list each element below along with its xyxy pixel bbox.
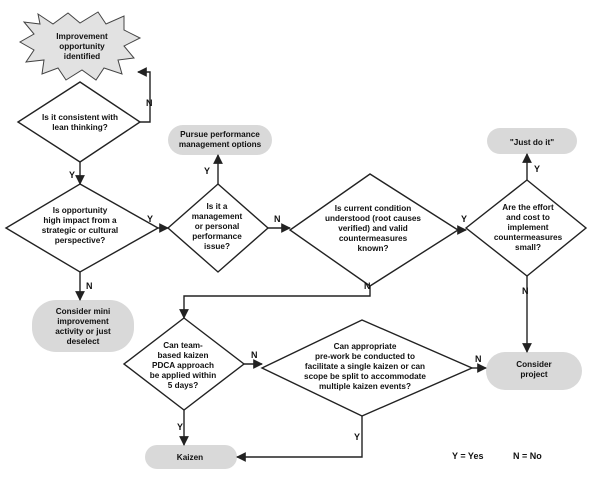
edge-label-effort-no: N [522, 286, 529, 296]
label-line: Kaizen [177, 453, 203, 462]
edge-label-prework-no: N [475, 354, 482, 364]
label-line: pre-work be conducted to [315, 352, 415, 361]
label-line: project [520, 370, 548, 379]
label-line: small? [515, 243, 541, 252]
terminal-kaizen [145, 445, 237, 469]
edge-label-mgmt-no: N [274, 214, 281, 224]
legend-yes: Y = Yes [452, 451, 483, 461]
label-line: Can appropriate [334, 342, 397, 351]
edge-prework-yes [236, 416, 363, 462]
label-line: based kaizen [158, 351, 209, 360]
label-line: opportunity [59, 42, 105, 51]
edge-label-lean-yes: Y [69, 170, 75, 180]
edge-label-lean-no: N [146, 98, 153, 108]
decision-lean-thinking [16, 81, 142, 163]
kaizen-label: Kaizen [177, 453, 203, 462]
label-line: Is it a [207, 202, 228, 211]
terminal-consider-project [486, 352, 582, 390]
label-line: scope be split to accommodate [304, 372, 426, 381]
label-line: "Just do it" [510, 138, 554, 147]
terminal-consider-mini [32, 300, 134, 352]
label-line: management options [179, 140, 262, 149]
label-line: known? [358, 244, 389, 253]
label-line: countermeasures [494, 233, 563, 242]
label-line: verified) and valid [338, 224, 408, 233]
edge-label-cond-no: N [364, 281, 371, 291]
terminal-just-do-it [487, 128, 577, 154]
label-line: Is opportunity [53, 206, 108, 215]
label-line: activity or just [55, 327, 111, 336]
label-line: be applied within [150, 371, 216, 380]
label-line: Is it consistent with [42, 113, 118, 122]
label-line: performance [192, 232, 242, 241]
edge-label-effort-yes: Y [534, 164, 540, 174]
label-line: understood (root causes [325, 214, 421, 223]
legend-no: N = No [513, 451, 542, 461]
label-line: Consider [516, 360, 552, 369]
edge-label-team-no: N [251, 350, 258, 360]
label-line: lean thinking? [52, 123, 108, 132]
label-line: Can team- [163, 341, 203, 350]
edge-label-impact-no: N [86, 281, 93, 291]
label-line: implement [508, 223, 549, 232]
label-line: Improvement [56, 32, 108, 41]
label-line: high impact from a [43, 216, 117, 225]
label-line: or personal [195, 222, 240, 231]
label-line: issue? [204, 242, 230, 251]
label-line: identified [64, 52, 100, 61]
terminal-pursue-performance [168, 125, 272, 155]
label-line: Pursue performance [180, 130, 260, 139]
decision-management-issue [166, 183, 270, 273]
start-burst-shape [18, 11, 142, 81]
label-line: improvement [57, 317, 109, 326]
edge-label-prework-yes: Y [354, 432, 360, 442]
label-line: and cost to [506, 213, 550, 222]
edge-label-team-yes: Y [177, 422, 183, 432]
label-line: management [192, 212, 243, 221]
label-line: Consider mini [56, 307, 111, 316]
label-line: deselect [67, 337, 100, 346]
label-line: countermeasures [339, 234, 408, 243]
label-line: Are the effort [502, 203, 554, 212]
label-line: facilitate a single kaizen or can [305, 362, 425, 371]
label-line: PDCA approach [152, 361, 214, 370]
edge-label-cond-yes: Y [461, 214, 467, 224]
label-line: multiple kaizen events? [319, 382, 411, 391]
edge-label-impact-yes: Y [147, 214, 153, 224]
label-line: 5 days? [168, 381, 199, 390]
label-line: Is current condition [335, 204, 411, 213]
edge-lean-no [137, 67, 151, 123]
edge-cond-no [179, 286, 371, 319]
justdo-label: "Just do it" [510, 138, 554, 147]
label-line: perspective? [55, 236, 106, 245]
label-line: strategic or cultural [42, 226, 118, 235]
edge-label-mgmt-yes: Y [204, 166, 210, 176]
